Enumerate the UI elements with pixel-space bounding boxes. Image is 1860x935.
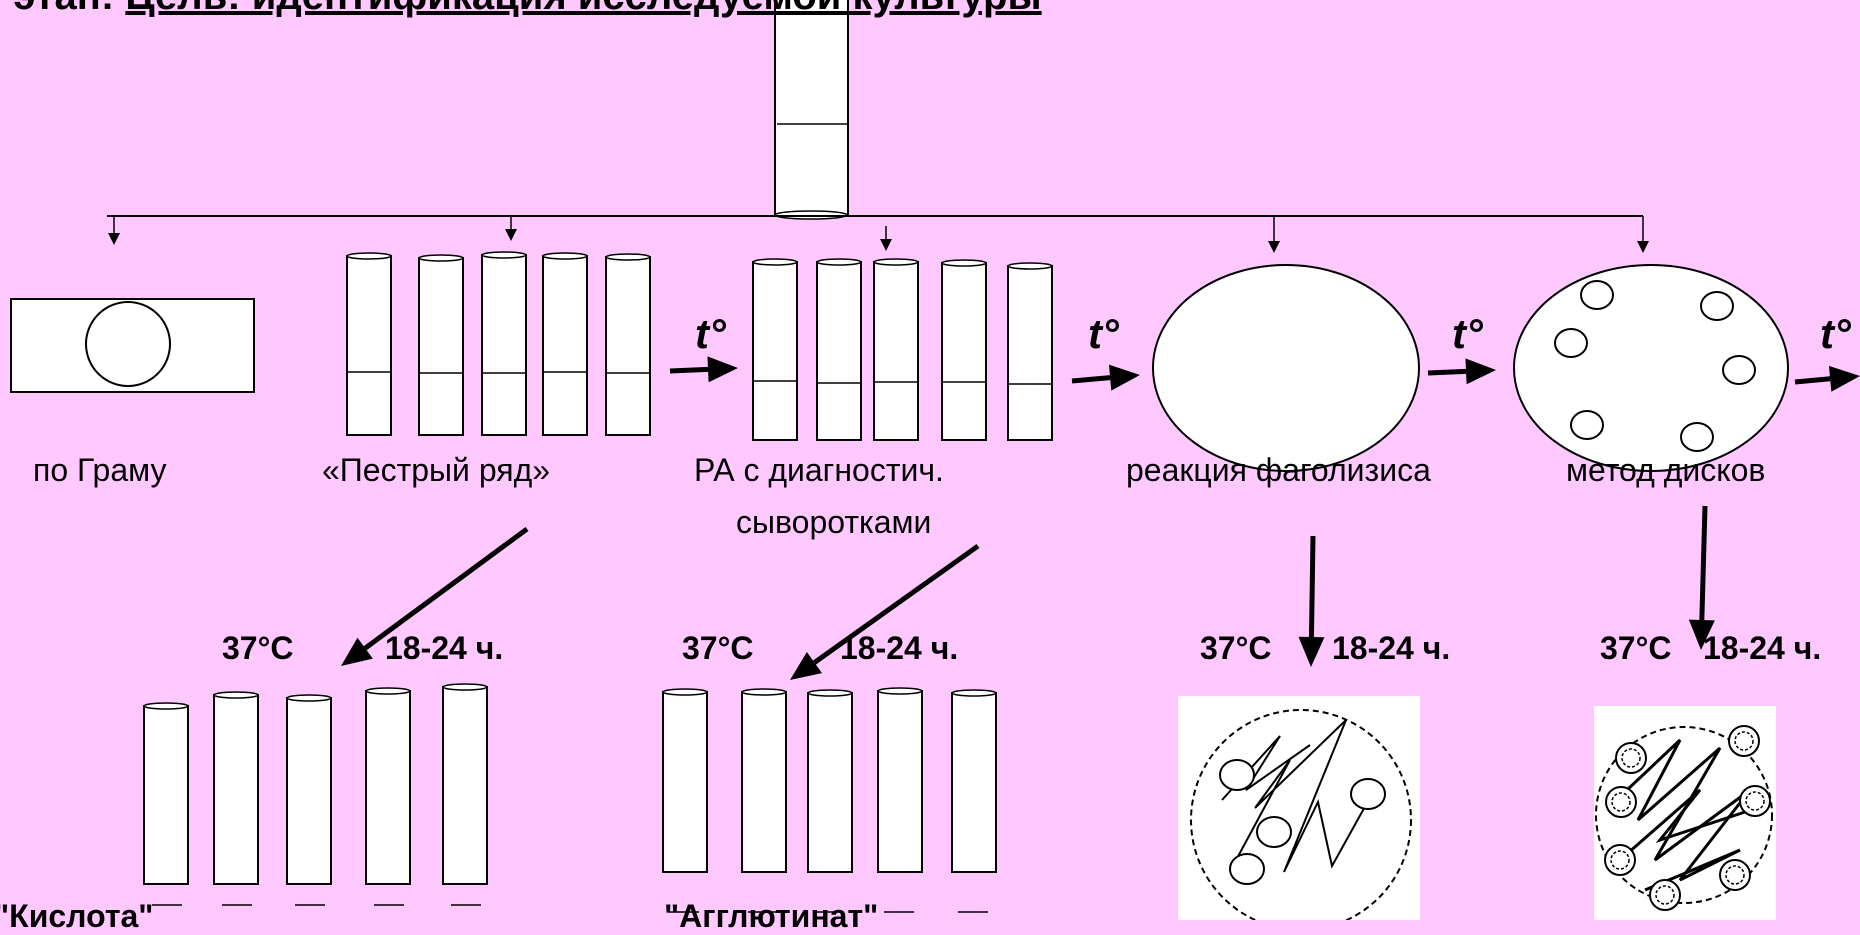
agglutination-tube-5 bbox=[1008, 266, 1052, 440]
label-agglutination-line2: сыворотками bbox=[736, 504, 931, 541]
incubation-time-1: 18-24 ч. bbox=[385, 630, 503, 667]
incubation-time-3: 18-24 ч. bbox=[1332, 630, 1450, 667]
motley-tube-1-rim bbox=[347, 253, 391, 259]
incubation-temp-2: 37°С bbox=[682, 630, 754, 667]
acid-tube-1-rim bbox=[144, 703, 188, 709]
acid-tube-5 bbox=[443, 687, 487, 884]
agglutination-tube-5-rim bbox=[1008, 263, 1052, 269]
motley-tube-4 bbox=[543, 256, 587, 435]
phagolysis-plaque-1 bbox=[1220, 760, 1254, 790]
disk-result-zone-4 bbox=[1740, 786, 1770, 816]
acid-tube-3 bbox=[287, 698, 331, 884]
agglutinate-tube-2 bbox=[742, 692, 786, 872]
incubation-arrow-2 bbox=[1072, 378, 1110, 381]
motley-tube-5 bbox=[606, 257, 650, 435]
acid-tube-2-rim bbox=[214, 692, 258, 698]
agglutinate-tube-3 bbox=[808, 693, 852, 872]
phagolysis-plaque-2 bbox=[1351, 779, 1385, 809]
agglutinate-tube-5 bbox=[952, 693, 996, 872]
acid-tube-1 bbox=[144, 706, 188, 884]
motley-tube-2 bbox=[419, 258, 463, 435]
motley-tube-4-rim bbox=[543, 253, 587, 259]
header-prefix: II этап: bbox=[0, 0, 114, 18]
agglutination-tube-3 bbox=[874, 262, 918, 440]
incubation-arrow-3-head bbox=[1465, 358, 1496, 384]
incubation-arrow-3 bbox=[1428, 371, 1466, 373]
agglutinate-tube-5-rim bbox=[952, 690, 996, 696]
disk-5 bbox=[1571, 411, 1603, 439]
motley-tube-3 bbox=[482, 255, 526, 435]
disk-result-zone-6 bbox=[1720, 860, 1750, 890]
temperature-label-1: t° bbox=[695, 310, 726, 358]
incubation-arrow-1-head bbox=[707, 356, 738, 382]
phagolysis-plaque-3 bbox=[1230, 854, 1264, 884]
agglutination-tube-4-rim bbox=[942, 260, 986, 266]
agglutination-tube-1-rim bbox=[753, 259, 797, 265]
label-motley-series: «Пестрый ряд» bbox=[322, 452, 550, 489]
incubation-arrow-1 bbox=[670, 369, 708, 371]
gram-slide-drop bbox=[86, 302, 170, 386]
phagolysis-plaque-4 bbox=[1257, 817, 1291, 847]
disk-2 bbox=[1701, 292, 1733, 320]
agglutination-tube-2-rim bbox=[817, 259, 861, 265]
agglutinate-tube-4-rim bbox=[878, 688, 922, 694]
agglutination-tube-2 bbox=[817, 262, 861, 440]
disk-3 bbox=[1555, 329, 1587, 357]
label-disk-method: метод дисков bbox=[1566, 452, 1765, 489]
disk-result-zone-1 bbox=[1616, 743, 1646, 773]
agglutinate-tube-2-rim bbox=[742, 689, 786, 695]
acid-tube-4-rim bbox=[366, 688, 410, 694]
result-arrow-disks bbox=[1702, 506, 1705, 620]
incubation-temp-1: 37°С bbox=[222, 630, 294, 667]
temperature-label-4: t° bbox=[1820, 310, 1851, 358]
temperature-label-3: t° bbox=[1452, 310, 1483, 358]
disk-result-zone-3 bbox=[1606, 787, 1636, 817]
acid-tube-3-rim bbox=[287, 695, 331, 701]
phagolysis-dish bbox=[1153, 265, 1419, 471]
incubation-temp-3: 37°С bbox=[1200, 630, 1272, 667]
label-agglutination-line1: РА с диагностич. bbox=[694, 452, 944, 489]
incubation-time-2: 18-24 ч. bbox=[840, 630, 958, 667]
acid-tube-2 bbox=[214, 695, 258, 884]
motley-tube-5-rim bbox=[606, 254, 650, 260]
disk-result-zone-7 bbox=[1650, 880, 1680, 910]
source-tube bbox=[775, 0, 848, 215]
incubation-arrow-4 bbox=[1795, 379, 1830, 382]
incubation-temp-4: 37°С bbox=[1600, 630, 1672, 667]
motley-tube-1 bbox=[347, 256, 391, 435]
agglutinate-tube-4 bbox=[878, 691, 922, 872]
disk-result-zone-5 bbox=[1605, 845, 1635, 875]
header-title: Цель: идентификация исследуемой культуры bbox=[125, 0, 1041, 18]
label-agglutinate: "Агглютинат" bbox=[664, 898, 878, 935]
disk-4 bbox=[1723, 356, 1755, 384]
motley-tube-3-rim bbox=[482, 252, 526, 258]
agglutination-tube-1 bbox=[753, 262, 797, 440]
label-gram-stain: по Граму bbox=[33, 452, 167, 489]
acid-tube-4 bbox=[366, 691, 410, 884]
agglutinate-tube-1 bbox=[663, 692, 707, 872]
label-acid: "Кислота" bbox=[0, 898, 153, 935]
incubation-arrow-4-head bbox=[1829, 366, 1860, 392]
agglutinate-tube-1-rim bbox=[663, 689, 707, 695]
result-arrow-phagolysis bbox=[1311, 536, 1313, 637]
agglutinate-tube-3-rim bbox=[808, 690, 852, 696]
page-header: II этап: Цель: идентификация исследуемой… bbox=[0, 0, 1042, 19]
label-phagolysis: реакция фаголизиса bbox=[1126, 452, 1431, 489]
disk-1 bbox=[1581, 281, 1613, 309]
result-arrow-phagolysis-head bbox=[1298, 637, 1324, 667]
agglutination-tube-3-rim bbox=[874, 259, 918, 265]
disk-6 bbox=[1681, 423, 1713, 451]
disk-result-zone-2 bbox=[1729, 726, 1759, 756]
acid-tube-5-rim bbox=[443, 684, 487, 690]
result-arrow-agglutination-head bbox=[790, 652, 822, 680]
result-arrow-motley-head bbox=[341, 638, 373, 666]
agglutination-tube-4 bbox=[942, 263, 986, 440]
motley-tube-2-rim bbox=[419, 255, 463, 261]
temperature-label-2: t° bbox=[1088, 310, 1119, 358]
incubation-arrow-2-head bbox=[1109, 365, 1140, 391]
incubation-time-4: 18-24 ч. bbox=[1703, 630, 1821, 667]
